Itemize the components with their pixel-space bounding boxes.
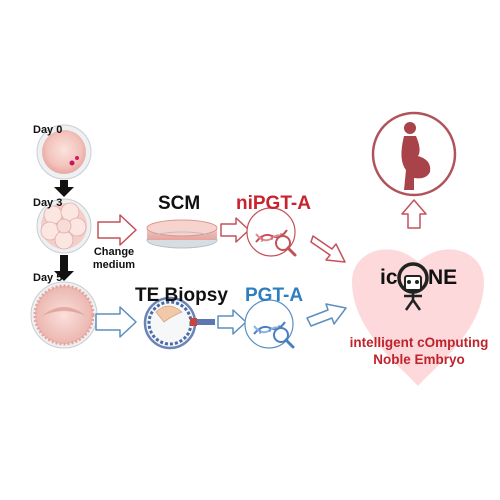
black-arrow-1	[54, 180, 74, 197]
embryo-day3	[36, 198, 92, 254]
blue-arrow-3	[306, 303, 347, 327]
tagline: intelligent cOmputing Noble Embryo	[346, 334, 492, 368]
red-arrow-up	[401, 199, 427, 229]
nipgt-a-label: niPGT-A	[236, 193, 311, 214]
logo-ne-text: NE	[428, 266, 458, 289]
change-medium-line1: Change	[93, 246, 135, 258]
pregnancy-icon	[371, 111, 457, 197]
te-biopsy-label: TE Biopsy	[135, 285, 228, 306]
pgt-a-label: PGT-A	[245, 285, 304, 306]
day0-label: Day 0	[33, 124, 63, 136]
change-medium-label: Change medium	[86, 246, 142, 272]
heart-shape	[352, 249, 484, 386]
dna-magnifier-blue-icon	[244, 299, 295, 349]
embryo-day0	[36, 124, 92, 180]
red-arrow-2	[220, 217, 250, 243]
black-arrow-2	[54, 255, 74, 281]
scm-label: SCM	[158, 193, 201, 214]
red-arrow-3	[310, 235, 346, 263]
red-arrow-1	[97, 214, 137, 246]
dna-magnifier-red-icon	[246, 207, 297, 257]
petri-dish	[146, 219, 218, 249]
logo-ic-text: ic	[380, 266, 398, 289]
tagline-line1: intelligent cOmputing	[349, 335, 489, 350]
logo-o-icon	[397, 262, 429, 311]
day3-label: Day 3	[33, 197, 63, 209]
embryo-day5	[30, 281, 98, 349]
change-medium-line2: medium	[92, 259, 136, 271]
blue-arrow-1	[95, 306, 137, 338]
day5-label: Day 5	[33, 272, 63, 284]
te-biopsy	[143, 296, 215, 350]
tagline-line2: Noble Embryo	[373, 352, 465, 367]
blue-arrow-2	[217, 309, 247, 335]
